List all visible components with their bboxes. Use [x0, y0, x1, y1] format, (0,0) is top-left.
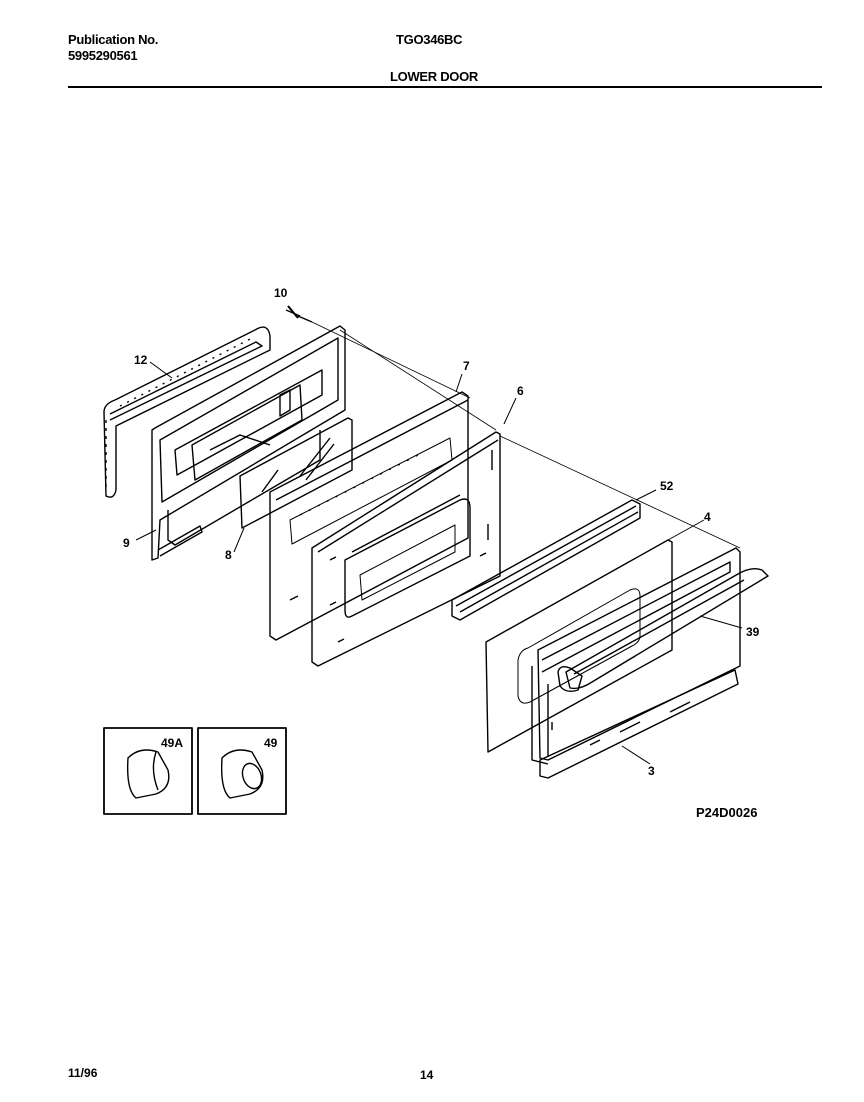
- publication-label: Publication No.: [68, 32, 159, 47]
- callout-6: 6: [517, 384, 524, 398]
- callout-52: 52: [660, 479, 674, 493]
- callout-10: 10: [274, 286, 288, 300]
- callout-4: 4: [704, 510, 711, 524]
- section-title: LOWER DOOR: [390, 69, 478, 84]
- inner-panel-part-6: [311, 431, 501, 667]
- model-number: TGO346BC: [396, 32, 463, 47]
- footer-date: 11/96: [68, 1066, 98, 1080]
- screw-part-10: [285, 305, 313, 323]
- inner-liner-part-9: [151, 325, 346, 561]
- knob-inset-49a: [103, 727, 193, 815]
- callout-8: 8: [225, 548, 232, 562]
- callout-3: 3: [648, 764, 655, 778]
- handle-part-39: [557, 567, 769, 693]
- callout-49: 49: [264, 736, 278, 750]
- glass-panel-part-8: [239, 417, 353, 529]
- callout-49a: 49A: [161, 736, 183, 750]
- gasket-part-12: [103, 326, 271, 498]
- header-rule: [68, 86, 822, 88]
- callout-39: 39: [746, 625, 760, 639]
- callout-9: 9: [123, 536, 130, 550]
- page-number: 14: [420, 1068, 434, 1082]
- outer-glass-part-4: [485, 539, 673, 753]
- drawing-code: P24D0026: [696, 805, 757, 820]
- door-cover-part-7: [269, 391, 469, 641]
- callout-12: 12: [134, 353, 148, 367]
- callout-7: 7: [463, 359, 470, 373]
- outer-door-frame-part-3: [531, 547, 741, 779]
- trim-strip-part-52: [451, 499, 641, 621]
- knob-inset-49: [197, 727, 287, 815]
- publication-number: 5995290561: [68, 48, 138, 63]
